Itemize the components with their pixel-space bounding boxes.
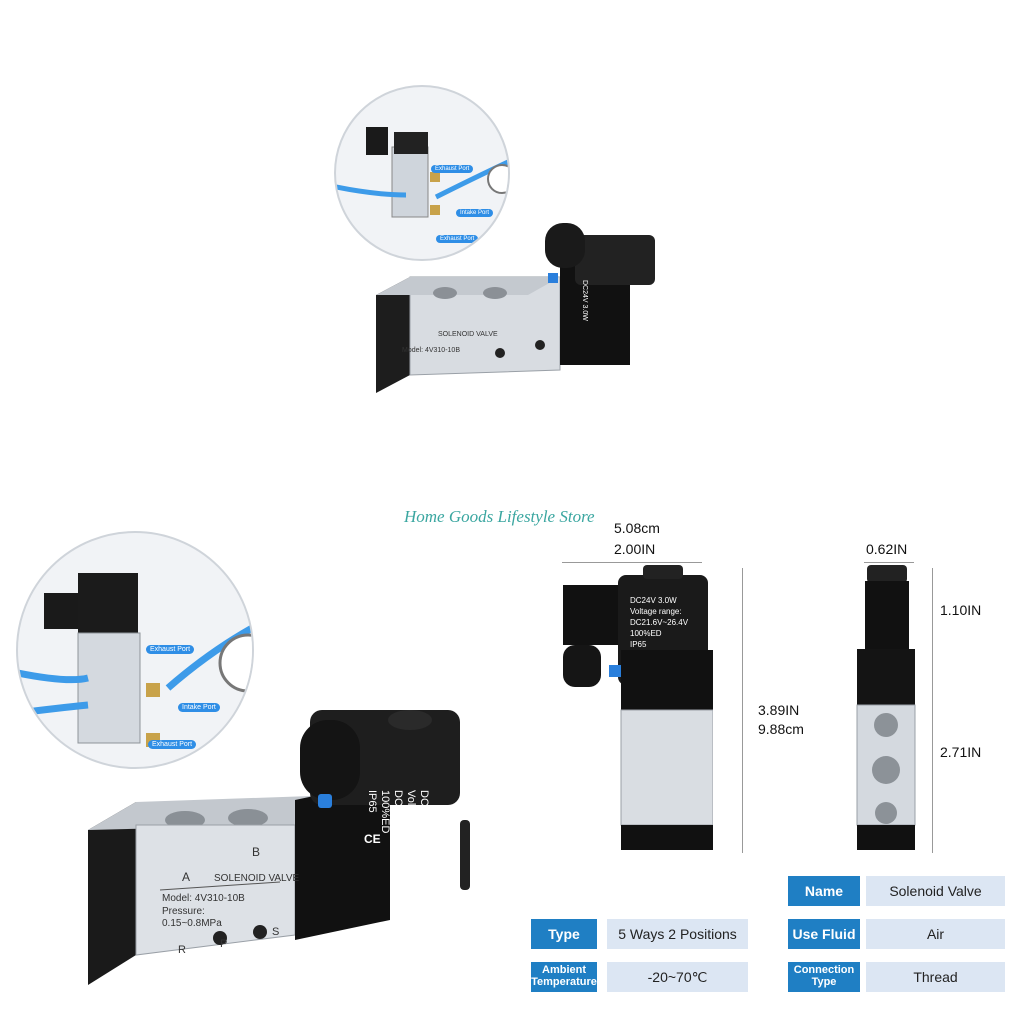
bottom-valve-title: SOLENOID VALVE	[214, 873, 300, 884]
bottom-port-p: P	[220, 938, 228, 950]
dim-width-in: 2.00IN	[614, 541, 656, 557]
bottom-port-s: S	[272, 926, 280, 938]
top-inset-circle: Exhaust Port Intake Port Exhaust Port	[334, 85, 510, 261]
side-view-valve	[856, 565, 916, 850]
bottom-port-r: R	[178, 944, 186, 956]
dim-height-in: 3.89IN	[758, 702, 800, 718]
dim-depth-guide	[864, 562, 914, 563]
dim-width-cm: 5.08cm	[614, 520, 660, 536]
bottom-valve-model: Model: 4V310-10B	[162, 893, 245, 904]
bottom-port-a: A	[182, 870, 191, 884]
top-coil-text: DC24V 3.0W	[581, 280, 588, 321]
spec-label-name: Name	[788, 876, 860, 906]
dim-depth-in: 0.62IN	[866, 541, 908, 557]
dim-side-guide	[932, 568, 933, 853]
dim-body-height: 2.71IN	[940, 744, 982, 760]
spec-label-type: Type	[531, 919, 597, 949]
dim-width-guide	[562, 562, 702, 563]
top-valve-title: SOLENOID VALVE	[438, 331, 498, 338]
top-product-image: Exhaust Port Intake Port Exhaust Port SO…	[330, 85, 660, 415]
spec-value-type: 5 Ways 2 Positions	[607, 919, 748, 949]
callout-exhaust-bottom-2: Exhaust Port	[148, 740, 197, 749]
callout-intake-bottom: Intake Port	[178, 703, 220, 712]
top-valve-model: Model: 4V310-10B	[402, 347, 460, 354]
bottom-pressure-value: 0.15~0.8MPa	[162, 918, 222, 929]
spec-value-name: Solenoid Valve	[866, 876, 1005, 906]
spec-label-use-fluid: Use Fluid	[788, 919, 860, 949]
store-watermark: Home Goods Lifestyle Store	[404, 507, 595, 526]
bottom-ce-mark: CE	[364, 832, 381, 846]
callout-exhaust-bottom: Exhaust Port	[146, 645, 195, 654]
dim-height-cm: 9.88cm	[758, 721, 804, 737]
bottom-coil-label: DC24V 3.0W Voltage range: DC21.6V~26.4V …	[366, 790, 430, 870]
callout-intake-top: Intake Port	[456, 209, 494, 217]
spec-value-connection-type: Thread	[866, 962, 1005, 992]
top-valve-illustration	[376, 223, 655, 393]
spec-value-ambient-temperature: -20~70℃	[607, 962, 748, 992]
spec-label-ambient-temperature: Ambient Temperature	[531, 962, 597, 992]
bottom-inset-circle: Exhaust Port Intake Port Exhaust Port	[16, 531, 254, 769]
front-coil-label: DC24V 3.0W Voltage range: DC21.6V~26.4V …	[630, 596, 689, 649]
dim-coil-height: 1.10IN	[940, 602, 982, 618]
top-inset-illustration	[336, 127, 508, 218]
bottom-pressure-label: Pressure:	[162, 906, 205, 917]
bottom-port-b: B	[252, 845, 261, 859]
callout-exhaust-top: Exhaust Port	[431, 165, 474, 173]
spec-label-connection-type: Connection Type	[788, 962, 860, 992]
bottom-valve-illustration	[88, 710, 470, 985]
dim-height-guide	[742, 568, 743, 853]
front-view-valve	[563, 565, 713, 850]
spec-value-use-fluid: Air	[866, 919, 1005, 949]
callout-exhaust-top-2: Exhaust Port	[436, 235, 479, 243]
